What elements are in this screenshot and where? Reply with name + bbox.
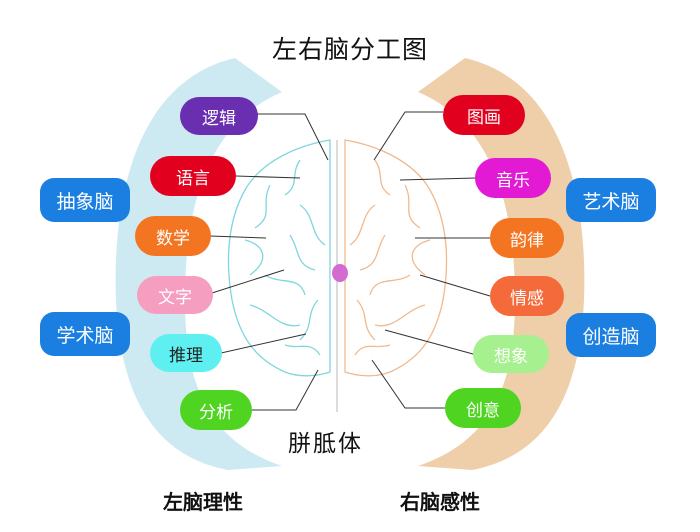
- right-item-rhythm: 韵律: [490, 218, 564, 258]
- left-hemisphere: [227, 139, 331, 377]
- right-brain-caption: 右脑感性: [400, 490, 480, 514]
- group-label-abstract: 抽象脑: [40, 178, 130, 222]
- left-leader-lines: [209, 113, 329, 411]
- corpus-callosum-dot: [332, 264, 348, 282]
- left-item-analysis: 分析: [180, 390, 252, 430]
- left-item-reasoning: 推理: [150, 334, 222, 372]
- right-item-music: 音乐: [475, 158, 551, 198]
- right-item-emotion: 情感: [490, 276, 564, 316]
- left-item-logic: 逻辑: [180, 97, 258, 135]
- left-brain-caption: 左脑理性: [163, 490, 243, 514]
- right-item-creativity: 创意: [445, 388, 521, 428]
- page-title: 左右脑分工图: [271, 35, 428, 64]
- left-item-math: 数学: [135, 216, 211, 256]
- right-hemisphere: [344, 139, 448, 377]
- right-item-drawing: 图画: [443, 95, 525, 135]
- group-label-art: 艺术脑: [566, 178, 656, 222]
- group-label-academic: 学术脑: [40, 312, 130, 356]
- group-label-creative: 创造脑: [566, 313, 656, 357]
- left-item-text: 文字: [137, 276, 213, 314]
- corpus-callosum-label: 胼胝体: [288, 431, 363, 457]
- left-item-language: 语言: [150, 156, 236, 196]
- right-leader-lines: [371, 111, 491, 409]
- right-item-imagination: 想象: [473, 335, 549, 373]
